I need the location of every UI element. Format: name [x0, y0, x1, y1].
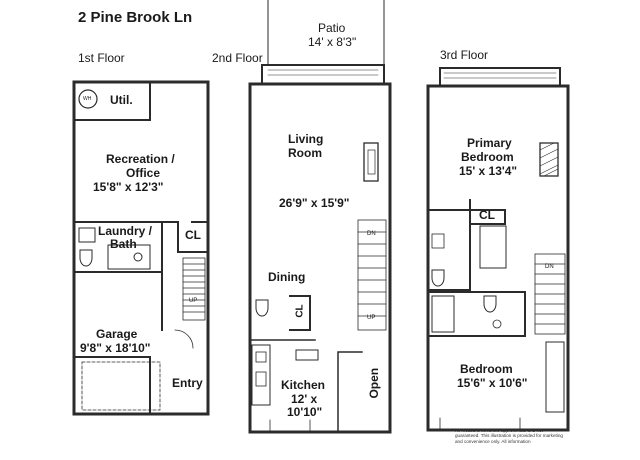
- washer-icon: [78, 227, 96, 243]
- kitchen-island: [295, 349, 319, 361]
- kitchen-dimensions-line2: 10'10": [287, 405, 323, 419]
- kitchen-dimensions-line1: 12' x: [291, 392, 318, 406]
- utility-label: Util.: [110, 93, 133, 107]
- first-floor-stairs: [182, 257, 206, 321]
- recreation-label-line2: Office: [126, 166, 161, 180]
- first-floor-outer-wall: [72, 80, 210, 416]
- garage-dimensions: 9'8" x 18'10": [80, 341, 151, 355]
- bath-sink: [492, 319, 502, 329]
- third-floor-stairs: [534, 253, 566, 335]
- primary-bedroom-label-line1: Primary: [467, 136, 512, 150]
- shower-icon: [107, 244, 151, 270]
- third-floor-stairs-down-label: DN: [545, 264, 554, 270]
- primary-tub: [479, 225, 507, 269]
- hall-tub: [431, 295, 455, 333]
- bedroom-label: Bedroom: [460, 362, 513, 376]
- laundry-label-line2: Bath: [110, 237, 137, 251]
- second-floor-plan: [248, 0, 392, 434]
- toilet-icon-4: [483, 295, 497, 313]
- second-floor-stairs-up-label: UP: [367, 315, 376, 321]
- third-floor-plan: [426, 67, 570, 432]
- fireplace-icon: [363, 142, 379, 182]
- second-floor-stairs: [357, 219, 387, 331]
- third-floor-closet-label: CL: [479, 208, 495, 222]
- bedroom-dimensions: 15'6" x 10'6": [457, 376, 528, 390]
- toilet-icon-3: [431, 269, 445, 287]
- first-floor-heading: 1st Floor: [78, 51, 125, 65]
- kitchen-counter: [251, 344, 271, 406]
- recreation-dimensions: 15'8" x 12'3": [93, 180, 164, 194]
- first-floor-closet-label: CL: [185, 228, 201, 242]
- patio-dimensions: 14' x 8'3": [308, 35, 357, 49]
- recreation-label-line1: Recreation /: [106, 152, 175, 166]
- water-heater-label: WH: [83, 96, 92, 102]
- second-floor-heading: 2nd Floor: [212, 51, 263, 65]
- toilet-icon: [79, 249, 93, 267]
- toilet-icon-2: [255, 299, 269, 317]
- second-floor-stairs-down-label: DN: [367, 231, 376, 237]
- first-floor-stairs-up-label: UP: [189, 298, 198, 304]
- primary-fireplace-icon: [539, 142, 559, 177]
- disclaimer-text: All measurements are approximate and not…: [455, 428, 563, 444]
- listing-address: 2 Pine Brook Ln: [78, 9, 193, 26]
- third-floor-outer-wall: [426, 84, 570, 432]
- laundry-label-line1: Laundry /: [98, 224, 153, 238]
- second-floor-closet-label: CL: [294, 304, 306, 318]
- second-floor-outer-wall: [248, 82, 392, 434]
- first-floor-plan: [72, 80, 210, 416]
- garage-label: Garage: [96, 327, 138, 341]
- primary-bedroom-dimensions: 15' x 13'4": [459, 164, 518, 178]
- patio-label: Patio: [318, 21, 346, 35]
- open-pantry-label: Open: [367, 367, 382, 399]
- vanity-sink: [431, 233, 445, 249]
- entry-label: Entry: [172, 376, 203, 390]
- water-heater-icon: [78, 89, 98, 109]
- garage-door-outline: [81, 361, 161, 411]
- primary-bedroom-label-line2: Bedroom: [461, 150, 514, 164]
- patio-outline: [267, 0, 385, 66]
- living-room-label-line2: Room: [288, 146, 322, 160]
- kitchen-label: Kitchen: [281, 378, 326, 392]
- third-floor-heading: 3rd Floor: [440, 48, 489, 62]
- dining-label: Dining: [268, 270, 306, 284]
- living-room-dimensions: 26'9" x 15'9": [279, 196, 350, 210]
- living-room-label-line1: Living: [288, 132, 324, 146]
